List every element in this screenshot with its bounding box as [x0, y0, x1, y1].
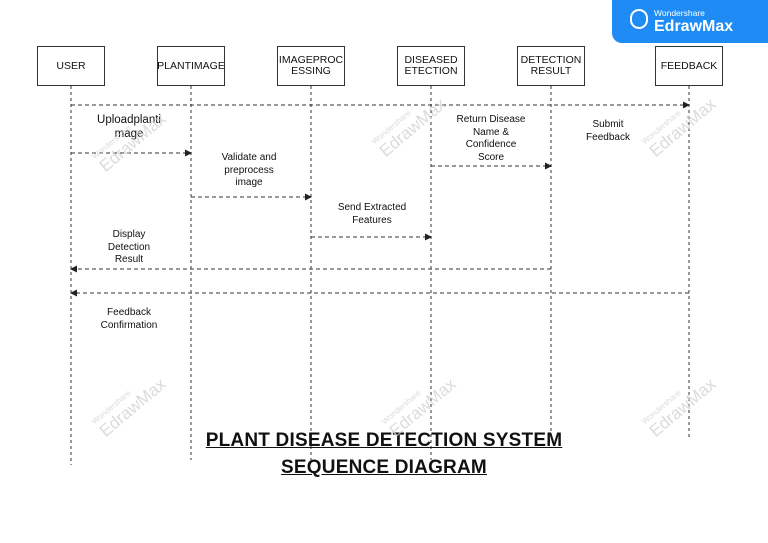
diagram-title-line1: PLANT DISEASE DETECTION SYSTEM: [205, 430, 563, 451]
participant-imageprocessing: IMAGEPROC ESSING: [277, 46, 345, 86]
message-feedback-confirmation: Feedback Confirmation: [100, 307, 158, 331]
message-send-features: Send Extracted Features: [337, 202, 407, 226]
participant-diseasedetection: DISEASED ETECTION: [397, 46, 465, 86]
participant-user: USER: [37, 46, 105, 86]
message-display-result: Display Detection Result: [107, 229, 151, 265]
message-submit-feedback: Submit Feedback: [586, 119, 630, 143]
message-validate: Validate and preprocess image: [221, 152, 277, 188]
diagram-title-line2: SEQUENCE DIAGRAM: [281, 457, 487, 478]
edrawmax-logo-icon: [630, 9, 648, 29]
participant-feedback: FEEDBACK: [655, 46, 723, 86]
message-upload: Uploadplanti mage: [97, 114, 161, 140]
message-return-disease: Return Disease Name & Confidence Score: [456, 114, 526, 163]
participant-detectionresult: DETECTION RESULT: [517, 46, 585, 86]
participant-plantimage: PLANTIMAGE: [157, 46, 225, 86]
edrawmax-badge[interactable]: Wondershare EdrawMax: [612, 0, 768, 43]
badge-brand-small: Wondershare: [654, 8, 705, 18]
badge-brand-big: EdrawMax: [654, 18, 734, 35]
